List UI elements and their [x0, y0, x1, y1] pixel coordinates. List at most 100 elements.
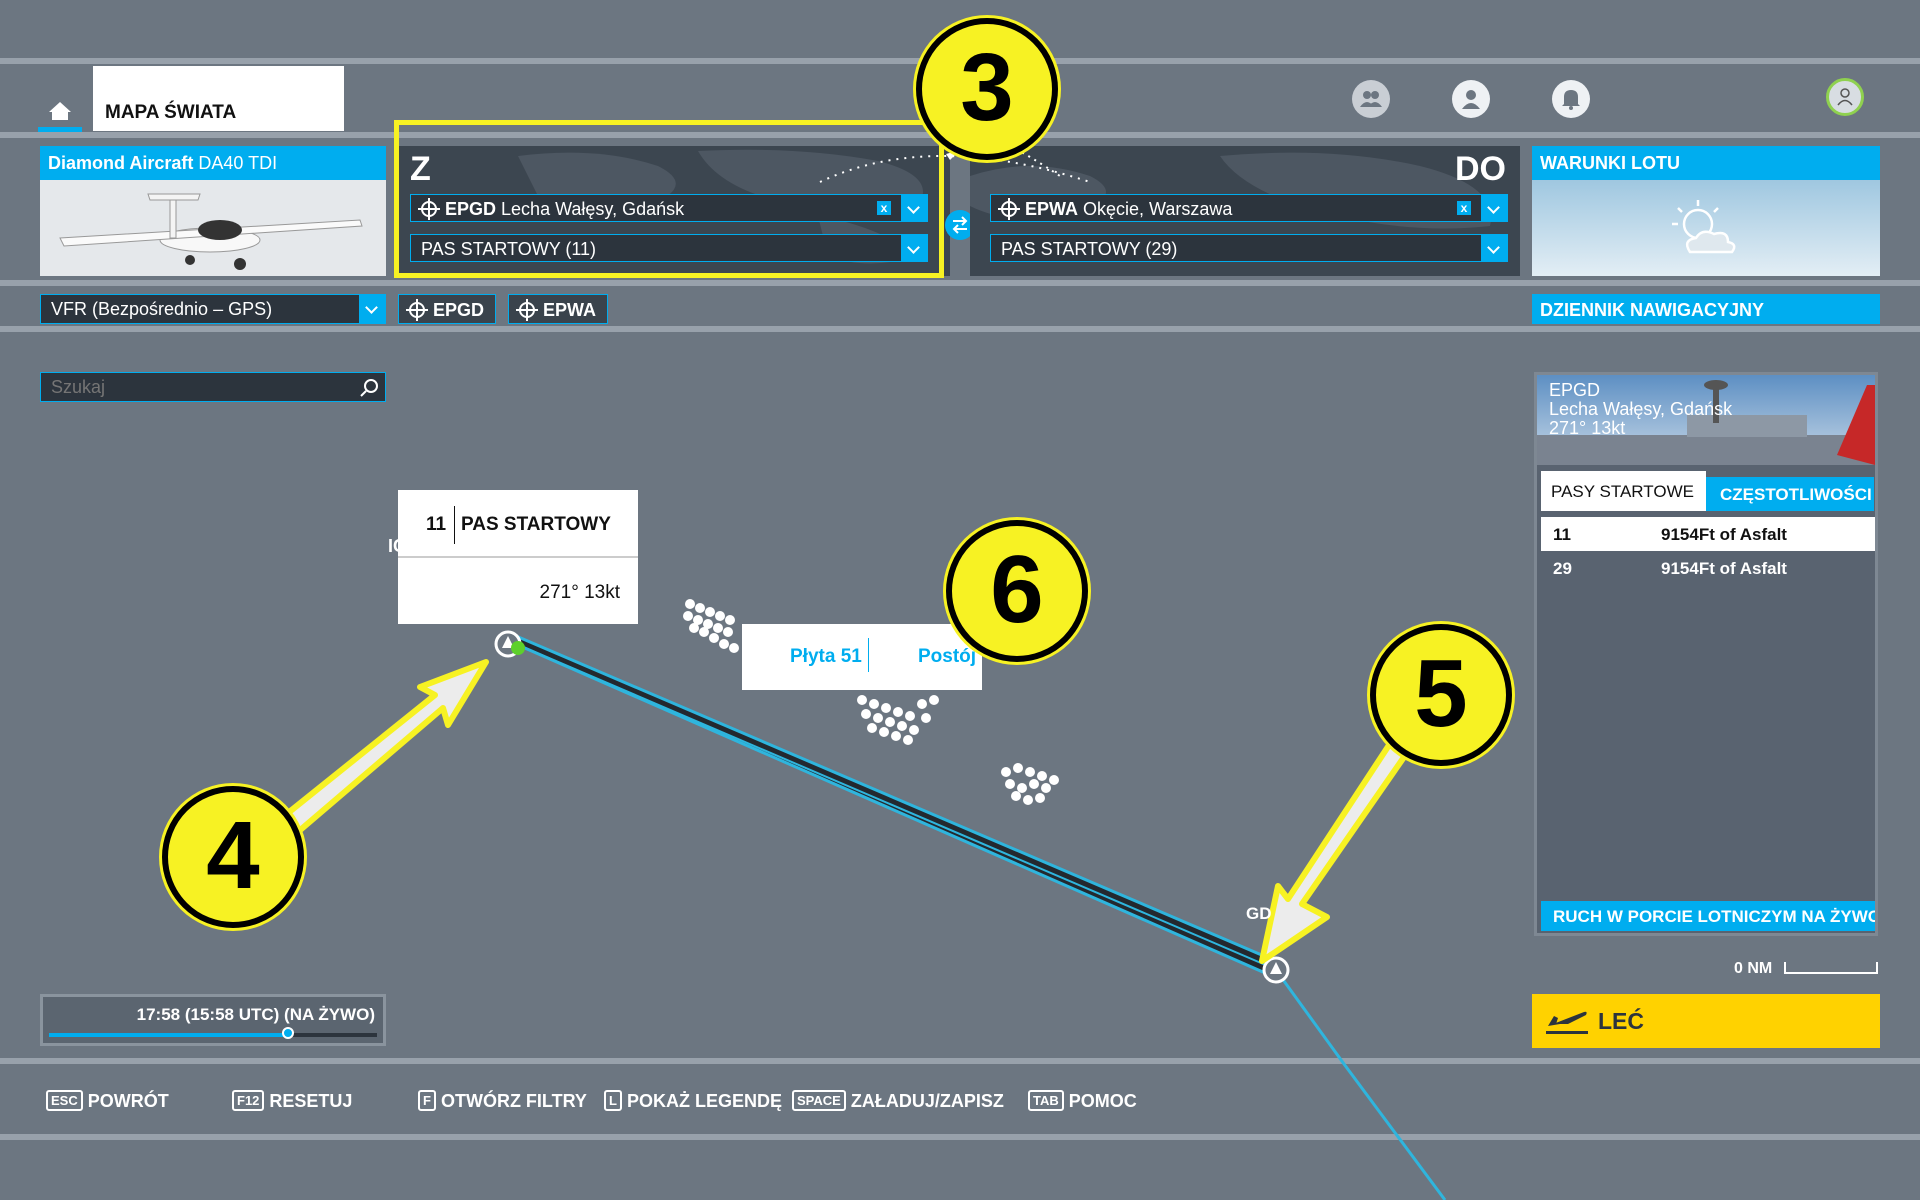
crosshair-icon [516, 299, 538, 321]
search-input[interactable] [41, 373, 361, 401]
parking-popup[interactable]: Płyta 51 Postój [742, 624, 1612, 690]
weather-title: WARUNKI LOTU [1532, 146, 1880, 180]
runway-info: 9154Ft of Asfalt [1661, 525, 1787, 544]
crosshair-icon [418, 198, 440, 220]
chevron-down-icon[interactable] [901, 235, 927, 261]
flight-plan-type-select[interactable]: VFR (Bezpośrednio – GPS) [40, 294, 386, 324]
footer-key-esc: ESC [46, 1090, 83, 1111]
profile-icon[interactable] [1452, 80, 1490, 118]
aircraft-brand: Diamond Aircraft [48, 153, 194, 173]
footer-load-save-label: ZAŁADUJ/ZAPISZ [850, 1091, 1004, 1111]
crosshair-icon [998, 198, 1020, 220]
notifications-icon[interactable] [1552, 80, 1590, 118]
map-label-ic: IC [388, 536, 398, 556]
search-box[interactable] [40, 372, 386, 402]
partly-cloudy-icon [1672, 200, 1736, 254]
home-tab[interactable] [38, 96, 82, 132]
time-slider-handle[interactable] [282, 1027, 295, 1039]
fly-label: LEĆ [1598, 1008, 1644, 1034]
runway-id: 29 [1553, 559, 1572, 578]
departure-airport-select[interactable]: EPGD Lecha Wałęsy, Gdańsk x [410, 194, 928, 222]
runway-end-marker-29[interactable] [1262, 956, 1290, 984]
callout-4: 4 [162, 786, 304, 928]
time-slider-track[interactable] [49, 1027, 377, 1039]
airport-info-text: EPGD Lecha Wałęsy, Gdańsk 271° 13kt [1549, 381, 1732, 438]
map-scale-label: 0 NM [1734, 960, 1773, 977]
table-row[interactable]: 11 9154Ft of Asfalt [1541, 517, 1875, 551]
airport-icao: EPGD [1549, 380, 1601, 400]
chevron-down-icon[interactable] [359, 295, 385, 323]
callout-arrow-4 [275, 659, 489, 840]
departure-runway: PAS STARTOWY (11) [421, 239, 597, 259]
arrival-panel[interactable]: DO EPWA Okęcie, Warszawa x PAS STARTOWY … [970, 146, 1520, 276]
aircraft-card[interactable]: Diamond Aircraft DA40 TDI [40, 146, 386, 276]
airport-image [1537, 375, 1875, 465]
live-traffic-button[interactable]: RUCH W PORCIE LOTNICZYM NA ŻYWO [1541, 901, 1875, 931]
multiplayer-icon[interactable] [1352, 80, 1390, 118]
footer-key-space: SPACE [792, 1090, 846, 1111]
time-panel[interactable]: 17:58 (15:58 UTC) (NA ŻYWO) [40, 994, 386, 1046]
user-avatar[interactable] [1826, 78, 1864, 116]
map-top-divider [0, 326, 1920, 332]
search-icon[interactable] [359, 378, 379, 398]
waypoint-to-button[interactable]: EPWA [508, 294, 608, 324]
world-map[interactable] [0, 332, 1920, 1200]
footer-key-l: L [604, 1090, 622, 1111]
table-row[interactable]: 29 9154Ft of Asfalt [1541, 551, 1875, 585]
chevron-down-icon[interactable] [901, 195, 927, 221]
runway-popup-separator [454, 506, 455, 544]
footer-key-tab: TAB [1028, 1090, 1064, 1111]
departure-runway-select[interactable]: PAS STARTOWY (11) [410, 234, 928, 262]
airport-info-panel[interactable]: EPGD Lecha Wałęsy, Gdańsk 271° 13kt PASY… [1534, 372, 1878, 936]
footer-top-divider [0, 1058, 1920, 1064]
waypoint-from-button[interactable]: EPGD [398, 294, 496, 324]
chevron-down-icon[interactable] [1481, 195, 1507, 221]
tab-frequencies[interactable]: CZĘSTOTLIWOŚCI [1706, 477, 1874, 511]
runway-popup[interactable]: 11 PAS STARTOWY 271° 13kt [398, 490, 638, 624]
footer-filters-label: OTWÓRZ FILTRY [440, 1091, 587, 1111]
callout-arrow-5 [1259, 733, 1414, 964]
map-label-gd: GD [1246, 904, 1272, 923]
departure-label: Z [410, 150, 431, 188]
arrival-name: Okęcie, Warszawa [1083, 199, 1233, 219]
callout-3: 3 [916, 18, 1058, 160]
arrival-runway: PAS STARTOWY (29) [1001, 239, 1178, 259]
departure-clear-button[interactable]: x [877, 201, 891, 215]
fly-button[interactable]: LEĆ [1532, 994, 1880, 1048]
arrival-runway-select[interactable]: PAS STARTOWY (29) [990, 234, 1508, 262]
runway-popup-header: 11 PAS STARTOWY [398, 490, 638, 558]
footer-help-label: POMOC [1068, 1091, 1137, 1111]
arrival-clear-button[interactable]: x [1457, 201, 1471, 215]
parking-popup-divider [868, 638, 869, 672]
airport-wind: 271° 13kt [1549, 418, 1626, 438]
weather-card[interactable]: WARUNKI LOTU [1532, 146, 1880, 276]
aircraft-image [40, 180, 386, 276]
chevron-down-icon[interactable] [1481, 235, 1507, 261]
footer-bottom-divider [0, 1134, 1920, 1140]
callout-6: 6 [946, 520, 1088, 662]
airport-name: Lecha Wałęsy, Gdańsk [1549, 399, 1733, 419]
runway-end-marker-11[interactable] [494, 630, 525, 658]
avatar-icon [1837, 88, 1853, 106]
navlog-button[interactable]: DZIENNIK NAWIGACYJNY [1532, 294, 1880, 324]
highlight-box [394, 120, 944, 278]
flightplan-divider [0, 280, 1920, 286]
world-map-tab[interactable]: MAPA ŚWIATA [93, 66, 344, 131]
waypoint-to-label: EPWA [543, 300, 597, 320]
arrival-airport-select[interactable]: EPWA Okęcie, Warszawa x [990, 194, 1508, 222]
swap-icon [952, 216, 968, 234]
runway-wind: 271° 13kt [539, 582, 621, 603]
parking-spots[interactable] [683, 599, 1059, 805]
runway-label: PAS STARTOWY [461, 514, 611, 535]
runway-number: 11 [426, 514, 447, 535]
footer-back-label: POWRÓT [87, 1091, 169, 1111]
tab-runways[interactable]: PASY STARTOWE [1541, 471, 1706, 511]
footer-reset-label: RESETUJ [269, 1091, 353, 1111]
map-scale-bar [1784, 962, 1878, 974]
